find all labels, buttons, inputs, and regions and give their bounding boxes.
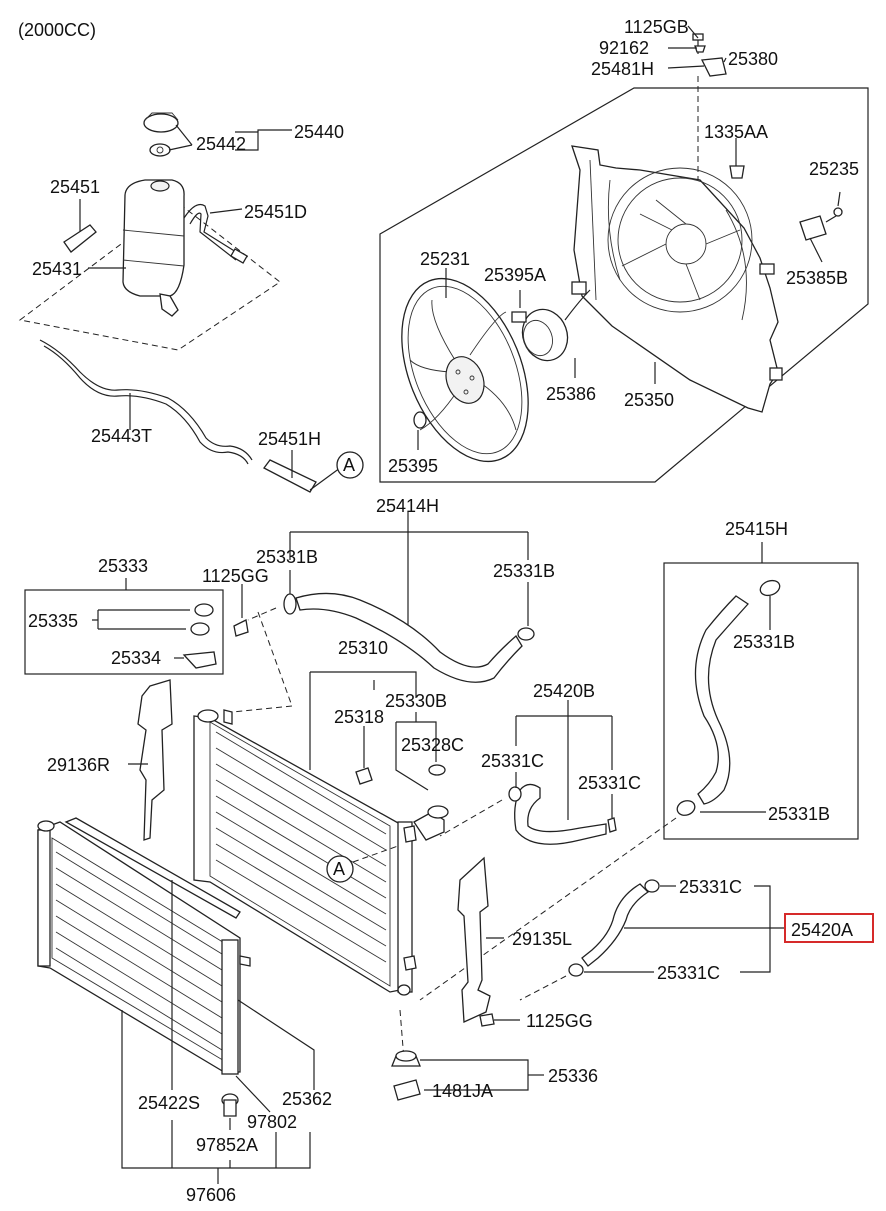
label-1481JA: 1481JA xyxy=(432,1081,493,1101)
svg-text:A: A xyxy=(343,455,355,475)
label-25335: 25335 xyxy=(28,611,78,631)
label-25395: 25395 xyxy=(388,456,438,476)
cap-kit-group xyxy=(24,578,249,675)
highlight-box[interactable] xyxy=(784,913,874,943)
label-25331B-c: 25331B xyxy=(733,632,795,652)
label-25350: 25350 xyxy=(624,390,674,410)
label-29136R: 29136R xyxy=(47,755,110,775)
label-1125GG-a: 1125GG xyxy=(202,566,269,586)
label-25331C-b: 25331C xyxy=(578,773,641,793)
mount-group xyxy=(391,1050,544,1101)
label-25414H: 25414H xyxy=(376,496,439,516)
label-25440: 25440 xyxy=(294,122,344,142)
lower-hose-group xyxy=(419,542,859,1001)
svg-text:A: A xyxy=(333,859,345,879)
hose-25420a-group xyxy=(519,879,784,1001)
condenser-group xyxy=(37,817,315,1184)
label-25331B-a: 25331B xyxy=(256,547,318,567)
engine-label: (2000CC) xyxy=(18,20,96,40)
reference-mark-a-top: A xyxy=(336,451,364,479)
label-25336: 25336 xyxy=(548,1066,598,1086)
label-25481H: 25481H xyxy=(591,59,654,79)
bypass-hose-group xyxy=(439,700,617,845)
label-25420B: 25420B xyxy=(533,681,595,701)
label-25235: 25235 xyxy=(809,159,859,179)
label-25451H: 25451H xyxy=(258,429,321,449)
label-25443T: 25443T xyxy=(91,426,152,446)
label-25395A: 25395A xyxy=(484,265,546,285)
label-97606: 97606 xyxy=(186,1185,236,1205)
label-1125GG-b: 1125GG xyxy=(526,1011,593,1031)
label-25431: 25431 xyxy=(32,259,82,279)
air-guard-right xyxy=(128,679,173,841)
label-25331B-d: 25331B xyxy=(768,804,830,824)
reservoir-group xyxy=(18,112,341,493)
label-25231: 25231 xyxy=(420,249,470,269)
label-29135L: 29135L xyxy=(512,929,572,949)
ref-a-leader xyxy=(352,845,399,863)
label-25334: 25334 xyxy=(111,648,161,668)
label-25330B: 25330B xyxy=(385,691,447,711)
reference-mark-a-mid: A xyxy=(326,855,354,883)
label-25362: 25362 xyxy=(282,1089,332,1109)
label-1335AA: 1335AA xyxy=(704,122,768,142)
label-25331C-a: 25331C xyxy=(481,751,544,771)
label-25331C-d: 25331C xyxy=(657,963,720,983)
label-25331B-b: 25331B xyxy=(493,561,555,581)
air-guard-left xyxy=(457,856,520,1027)
label-25420A[interactable]: 25420A xyxy=(791,920,853,940)
label-1125GB: 1125GB xyxy=(624,17,689,37)
label-25331C-c: 25331C xyxy=(679,877,742,897)
label-97852A: 97852A xyxy=(196,1135,258,1155)
label-25318: 25318 xyxy=(334,707,384,727)
label-25451: 25451 xyxy=(50,177,100,197)
fan-shroud-group xyxy=(379,25,869,483)
label-25385B: 25385B xyxy=(786,268,848,288)
label-92162: 92162 xyxy=(599,38,649,58)
label-25451D: 25451D xyxy=(244,202,307,222)
label-97802: 97802 xyxy=(247,1112,297,1132)
radiator-group xyxy=(193,671,449,1061)
label-25328C: 25328C xyxy=(401,735,464,755)
label-25386: 25386 xyxy=(546,384,596,404)
label-25442: 25442 xyxy=(196,134,246,154)
label-25333: 25333 xyxy=(98,556,148,576)
label-25422S: 25422S xyxy=(138,1093,200,1113)
label-25310: 25310 xyxy=(338,638,388,658)
upper-hose-group xyxy=(231,512,535,713)
label-25380: 25380 xyxy=(728,49,778,69)
label-25415H: 25415H xyxy=(725,519,788,539)
